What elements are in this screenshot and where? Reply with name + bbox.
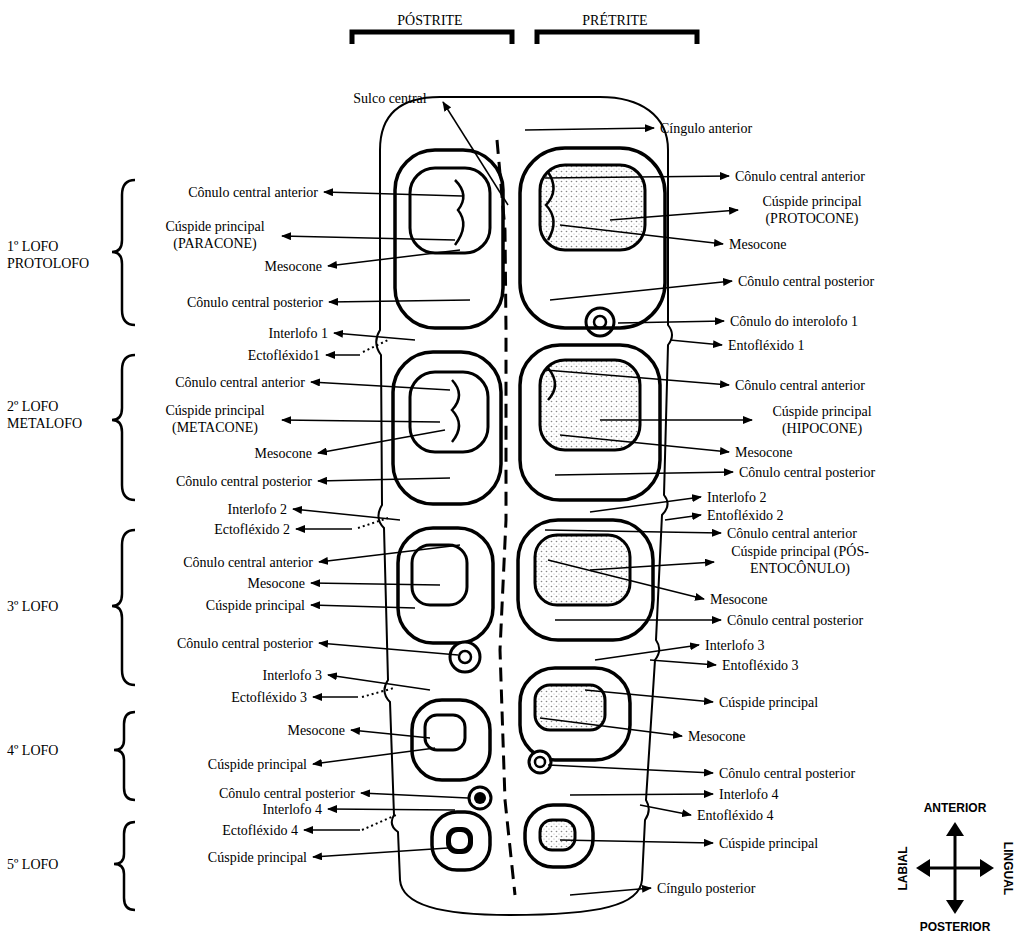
orientation-label: ANTERIOR [924,800,987,817]
cusp [520,668,630,760]
part-label: Interlofo 2 [228,501,287,518]
part-label: Entofléxido 1 [728,337,805,354]
part-label: 4º LOFO [7,742,58,759]
brace [112,180,135,910]
part-label: Mesocone [264,258,322,275]
part-label: Cônulo central anterior [188,184,318,201]
part-label: Cúspide principal [719,694,818,711]
cusp [393,352,501,504]
part-label: PÓSTRITE [397,12,462,29]
part-label: Ectofléxido1 [248,347,320,364]
compass-heads [916,822,994,914]
part-label: Mesocone [729,236,787,253]
part-label: Entofléxido 3 [722,657,799,674]
part-label: Cônulo central posterior [177,635,313,652]
part-label: Interlofo 1 [269,325,328,342]
part-label: Cônulo central anterior [727,525,857,542]
part-label: Interlofo 2 [707,489,766,506]
cusp [412,700,490,780]
cusp [525,805,593,867]
tooth-outline [376,97,672,915]
part-label: Cúspide principal [208,756,307,773]
part-label: Mesocone [688,728,746,745]
part-label: Ectofléxido 2 [214,521,290,538]
part-label: Ectofléxido 3 [231,689,307,706]
cusp [520,345,660,500]
part-label: Entofléxido 2 [707,507,784,524]
part-label: Cônulo central anterior [735,377,865,394]
part-label: Cônulo central posterior [719,765,855,782]
enamel [412,545,467,605]
enamel [535,535,630,605]
bracket [352,32,512,44]
part-label: Mesocone [254,445,312,462]
part-label: Sulco central [353,90,426,107]
part-label: Cônulo central posterior [176,473,312,490]
part-label: Cúspide principal [208,849,307,866]
part-label: Mesocone [287,722,345,739]
part-label: Cônulo central posterior [738,273,874,290]
part-label: Cúspide principal (METACONE) [155,402,275,436]
part-label: Cúspide principal (HIPOCONE) [760,403,885,437]
part-label: Cônulo central posterior [727,612,863,629]
cusp [520,148,665,328]
orientation-label: LABIAL [895,846,912,890]
part-label: Cônulo central posterior [739,464,875,481]
compass [922,830,988,906]
part-label: Mesocone [247,575,305,592]
enamel [410,372,488,452]
part-label: Cônulo do interolofo 1 [730,313,858,330]
part-label: 1º LOFO PROTOLOFO [7,238,107,272]
cusp [398,528,493,643]
cusp [518,520,653,640]
part-label: Cônulo central anterior [175,374,305,391]
part-label: Cúspide principal [719,835,818,852]
part-label: Cíngulo posterior [657,880,755,897]
part-label: 3º LOFO [7,598,58,615]
part-label: Cúspide principal (PROTOCONE) [750,193,875,227]
enamel [540,820,575,850]
part-label: Cúspide principal (PÓS-ENTOCÔNULO) [720,543,880,577]
enamel [535,685,605,730]
part-label: PRÉTRITE [582,12,647,29]
part-label: Cíngulo anterior [660,120,752,137]
part-label: Mesocone [710,591,768,608]
part-label: Cônulo central anterior [735,168,865,185]
part-label: Interlofo 4 [263,801,322,818]
part-label: Interlofo 4 [719,786,778,803]
enamel [425,715,465,750]
part-label: Ectofléxido 4 [222,822,298,839]
part-label: Cônulo central posterior [187,294,323,311]
part-label: Mesocone [735,444,793,461]
part-label: Cônulo central anterior [183,554,313,571]
part-label: Cúspide principal [206,597,305,614]
part-label: Entofléxido 4 [697,807,774,824]
part-label: Cúspide principal (PARACONE) [155,218,275,252]
orientation-label: POSTERIOR [920,919,991,935]
part-label: Interlofo 3 [263,667,322,684]
bracket [537,32,697,44]
orientation-label: LINGUAL [999,841,1016,894]
part-label: 5º LOFO [7,856,58,873]
cusp [432,812,490,870]
part-label: 2º LOFO METALOFO [7,398,107,432]
enamel [447,828,472,853]
part-label: Interlofo 3 [705,637,764,654]
leader-line [282,102,752,895]
part-label: Cônulo central posterior [219,785,355,802]
central-sulcus [497,140,515,895]
